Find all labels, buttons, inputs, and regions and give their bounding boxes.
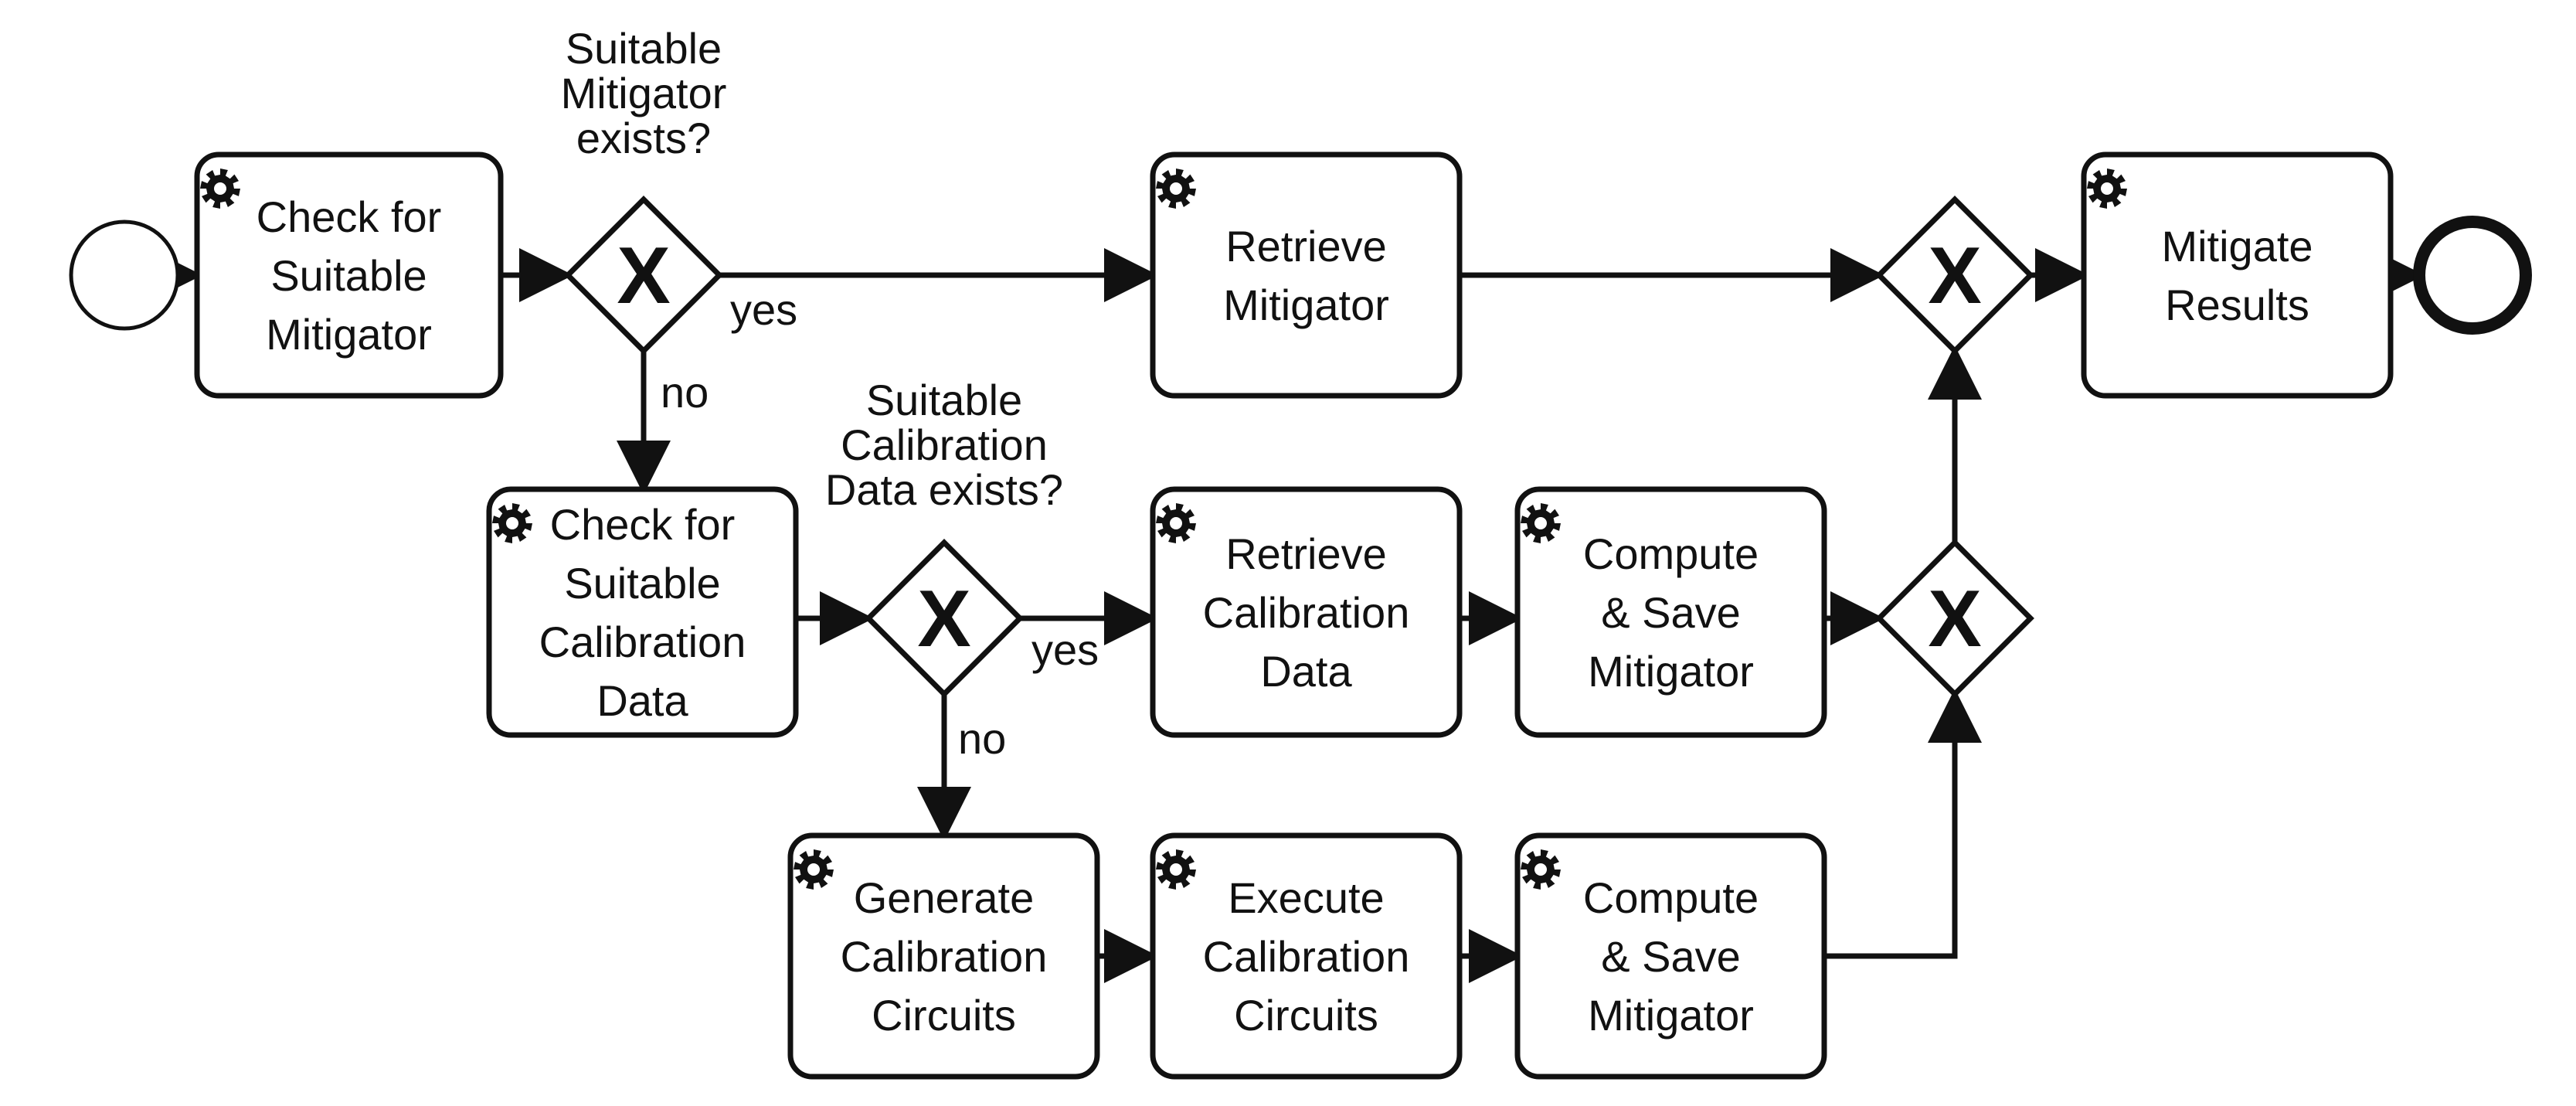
task-label-line: Calibration — [1203, 932, 1410, 981]
gateway-mitigator-exists: X — [564, 196, 723, 355]
start-event — [69, 219, 180, 331]
task-label-line: Data — [1260, 647, 1352, 696]
task-box — [1514, 486, 1827, 738]
gateway-question-line: Mitigator — [561, 69, 727, 117]
task-label-line: Compute — [1583, 873, 1759, 922]
task-label-line: Circuits — [1234, 991, 1378, 1040]
edge-label-yes-mitigator: yes — [730, 285, 797, 334]
end-event — [2413, 216, 2532, 335]
task-label-line: Execute — [1228, 873, 1384, 922]
task-box — [1514, 832, 1827, 1080]
task-label-line: & Save — [1601, 588, 1741, 637]
task-label-line: Mitigator — [1588, 991, 1754, 1040]
task-box — [787, 832, 1100, 1080]
task-label-line: Mitigate — [2161, 222, 2313, 271]
task-box — [486, 486, 799, 738]
edge-label-no-calibration: no — [958, 714, 1006, 763]
task-label-line: Retrieve — [1225, 529, 1387, 578]
gateway-question-line: Data exists? — [825, 465, 1063, 514]
edge-label-no-mitigator: no — [661, 368, 709, 417]
task-label-line: Suitable — [564, 559, 720, 607]
sequence-flow-arrow — [1824, 689, 1982, 959]
gateway-merge-top: X — [1875, 196, 2034, 355]
task-box — [194, 151, 504, 399]
gear-icon-hole — [1534, 863, 1547, 876]
gear-icon-hole — [807, 863, 820, 876]
task-label-line: Calibration — [1203, 588, 1410, 637]
task-label-line: Mitigator — [266, 310, 432, 359]
task-label-line: Data — [596, 676, 688, 725]
gateway-question-line: Suitable — [866, 376, 1022, 424]
gateway-calibration-exists: X — [865, 539, 1024, 698]
gateway-diamond — [1875, 196, 2034, 355]
task-label-line: Compute — [1583, 529, 1759, 578]
gear-icon-hole — [506, 517, 518, 529]
gear-icon-hole — [2101, 182, 2113, 195]
task-label-line: Suitable — [270, 251, 427, 300]
task-label-line: Retrieve — [1225, 222, 1387, 271]
task-label-line: Calibration — [539, 618, 746, 666]
exclusive-gateway-x-icon: X — [617, 231, 670, 321]
gear-icon-hole — [1170, 182, 1182, 195]
gear-icon-hole — [1170, 517, 1182, 529]
gateway-diamond — [564, 196, 723, 355]
gear-icon-hole — [214, 182, 226, 195]
gateway-question-line: Calibration — [841, 420, 1048, 469]
task-box — [1150, 151, 1463, 399]
task-label-line: & Save — [1601, 932, 1741, 981]
edge-label-yes-calibration: yes — [1031, 625, 1099, 674]
task-label-line: Check for — [257, 192, 442, 241]
task-label-line: Circuits — [872, 991, 1016, 1040]
gateway-merge-mid: X — [1875, 539, 2034, 698]
task-box — [2081, 151, 2394, 399]
exclusive-gateway-x-icon: X — [1928, 574, 1981, 664]
exclusive-gateway-x-icon: X — [917, 574, 970, 664]
task-label-line: Mitigator — [1588, 647, 1754, 696]
gateway-diamond — [1875, 539, 2034, 698]
task-label-line: Generate — [854, 873, 1035, 922]
task-label-line: Calibration — [841, 932, 1048, 981]
task-box — [1150, 486, 1463, 738]
gateway-question-line: Suitable — [566, 24, 722, 73]
exclusive-gateway-x-icon: X — [1928, 231, 1981, 321]
gear-icon-hole — [1170, 863, 1182, 876]
gateway-question-line: exists? — [576, 114, 711, 162]
task-label-line: Mitigator — [1223, 281, 1389, 329]
flow-nodes: Check forSuitableMitigatorRetrieveMitiga… — [69, 24, 2532, 1080]
gear-icon-hole — [1534, 517, 1547, 529]
gateway-diamond — [865, 539, 1024, 698]
task-box — [1150, 832, 1463, 1080]
task-label-line: Check for — [550, 500, 736, 549]
sequence-flows — [148, 248, 2425, 983]
task-label-line: Results — [2165, 281, 2309, 329]
